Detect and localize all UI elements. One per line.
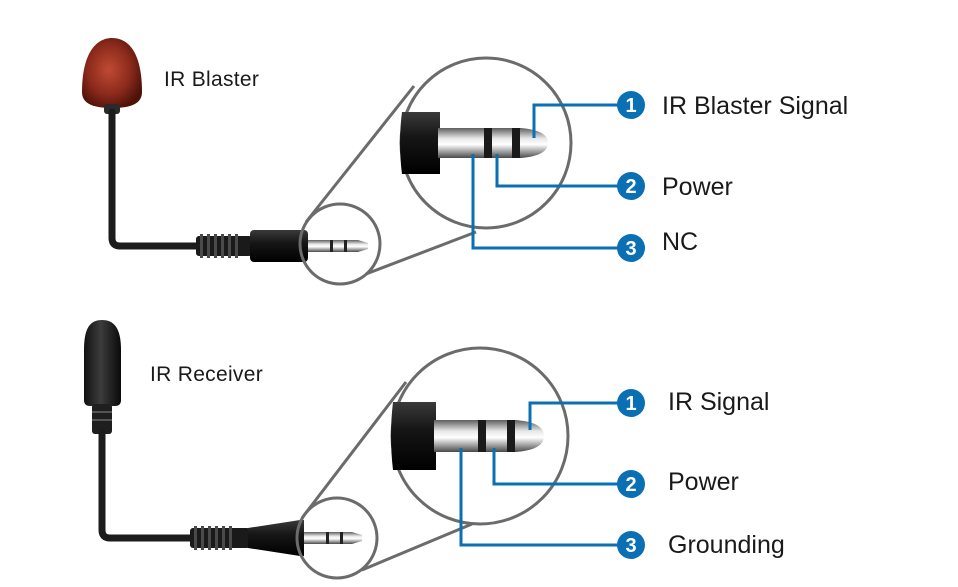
ir-receiver-enlarged-plug bbox=[391, 402, 544, 470]
pin-number: 2 bbox=[625, 176, 636, 198]
ir-receiver-small-plug-tip bbox=[304, 532, 362, 544]
ir-blaster-device bbox=[82, 38, 368, 262]
ir-receiver-pin-1-wire bbox=[528, 401, 632, 430]
ir-blaster-enlarged-plug bbox=[400, 112, 548, 174]
pin-label: Power bbox=[668, 468, 739, 496]
ir-receiver-plug-body bbox=[248, 520, 304, 556]
ir-receiver-device bbox=[84, 320, 362, 556]
ir-blaster-label: IR Blaster bbox=[164, 68, 259, 91]
ir-blaster-cable bbox=[108, 108, 204, 250]
ir-blaster-pin-1: 1 IR Blaster Signal bbox=[617, 91, 848, 120]
ir-blaster-small-plug-tip bbox=[308, 240, 368, 252]
ir-blaster-head bbox=[82, 38, 142, 108]
ir-receiver-zoom-small-circle bbox=[295, 496, 379, 580]
ir-blaster-strain-relief bbox=[196, 234, 252, 258]
ir-blaster-pin-2-wire bbox=[495, 154, 632, 188]
pin-number-badge bbox=[617, 531, 645, 559]
ir-receiver-section: IR Receiver 1 IR Signal 2 Power bbox=[84, 320, 785, 580]
pin-number-badge bbox=[617, 234, 645, 262]
pin-label: NC bbox=[662, 228, 698, 256]
ir-blaster-pin-1-wire bbox=[532, 103, 632, 138]
ir-receiver-pin-2-wire bbox=[492, 448, 632, 486]
pin-number-badge bbox=[617, 91, 645, 119]
ir-receiver-cable bbox=[98, 428, 200, 542]
ir-blaster-pin-2: 2 Power bbox=[617, 172, 733, 201]
ir-blaster-zoom-small-circle bbox=[298, 202, 382, 286]
pin-label: IR Signal bbox=[668, 388, 769, 416]
ir-receiver-strain-relief bbox=[190, 526, 250, 550]
ir-blaster-pin-3-wire bbox=[471, 154, 632, 250]
pin-label: IR Blaster Signal bbox=[662, 92, 848, 120]
pin-number: 3 bbox=[625, 238, 636, 260]
pin-number: 1 bbox=[625, 95, 636, 117]
ir-receiver-pin-1: 1 IR Signal bbox=[617, 388, 769, 417]
ir-receiver-zoom-line-upper bbox=[300, 381, 408, 519]
ir-receiver-head bbox=[84, 320, 121, 406]
pin-number: 1 bbox=[625, 393, 636, 415]
ir-receiver-pin-3-wire bbox=[459, 448, 632, 547]
ir-blaster-plug-body bbox=[250, 230, 308, 262]
pin-label: Power bbox=[662, 173, 733, 201]
pin-number: 2 bbox=[625, 474, 636, 496]
pin-number-badge bbox=[617, 389, 645, 417]
pin-number-badge bbox=[617, 172, 645, 200]
ir-blaster-zoom-line-upper bbox=[304, 85, 416, 223]
ir-receiver-pin-2: 2 Power bbox=[617, 468, 739, 498]
ir-blaster-zoom-line-lower bbox=[365, 230, 477, 276]
ir-receiver-pin-3: 3 Grounding bbox=[617, 531, 785, 559]
pin-number-badge bbox=[617, 470, 645, 498]
ir-receiver-zoom-line-lower bbox=[361, 522, 473, 572]
pin-label: Grounding bbox=[668, 531, 785, 559]
ir-receiver-label: IR Receiver bbox=[150, 363, 263, 386]
pin-number: 3 bbox=[625, 535, 636, 557]
ir-blaster-section: IR Blaster 1 IR Blaster Signal 2 Power bbox=[82, 38, 848, 286]
ir-blaster-pin-3: 3 NC bbox=[617, 228, 698, 262]
